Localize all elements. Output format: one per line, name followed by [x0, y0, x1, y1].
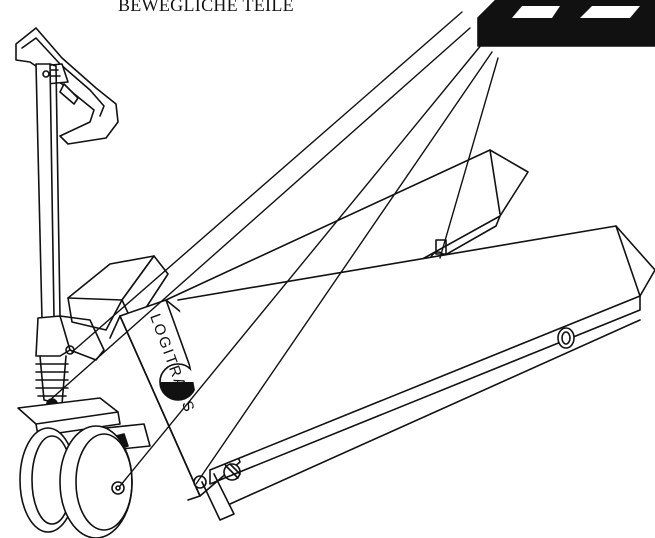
- lift-housing: [67, 255, 241, 501]
- right-fork: [177, 225, 655, 521]
- hydraulic-pump: [35, 315, 105, 410]
- pointer-line-spring: [49, 27, 471, 401]
- pointer-line-fork-pivot: [195, 51, 493, 485]
- symbol-corner: [477, 0, 655, 47]
- steering-wheels: [19, 425, 133, 538]
- pointer-line-wheel: [119, 43, 483, 487]
- pointer-line-pump: [71, 11, 463, 353]
- pointer-line-roller: [439, 57, 499, 259]
- caption-moving-parts: BEWEGLICHE TEILE: [118, 0, 294, 15]
- pointer-lines: [49, 11, 499, 487]
